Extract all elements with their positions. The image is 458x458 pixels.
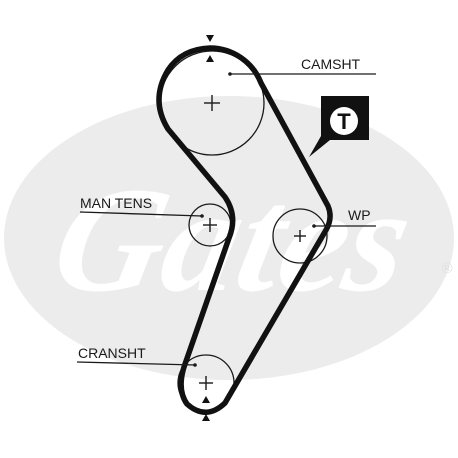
camshaft-label: CAMSHT [301,56,361,72]
manual-tensioner-label: MAN TENS [80,195,152,211]
water-pump-leader [312,224,376,228]
watermark-brand-text: Gates [40,156,425,322]
timing-mark-top-icon [206,35,214,62]
water-pump-label: WP [348,207,371,223]
crankshaft-centre-icon [199,376,213,390]
watermark-registered-mark: ® [441,260,452,277]
tool-badge-letter: T [337,109,351,134]
water-pump-pulley [272,208,328,264]
camshaft-centre-icon [204,95,220,111]
timing-tool-icon: T [309,96,369,157]
crankshaft-label: CRANSHT [78,345,146,361]
timing-belt [156,45,333,415]
camshaft-leader [228,72,376,76]
manual-tensioner-centre-icon [203,218,217,232]
crankshaft-leader [76,361,197,367]
water-pump-centre-icon [294,230,306,242]
timing-mark-bottom-icon [202,396,210,421]
manual-tensioner-leader [79,211,204,218]
